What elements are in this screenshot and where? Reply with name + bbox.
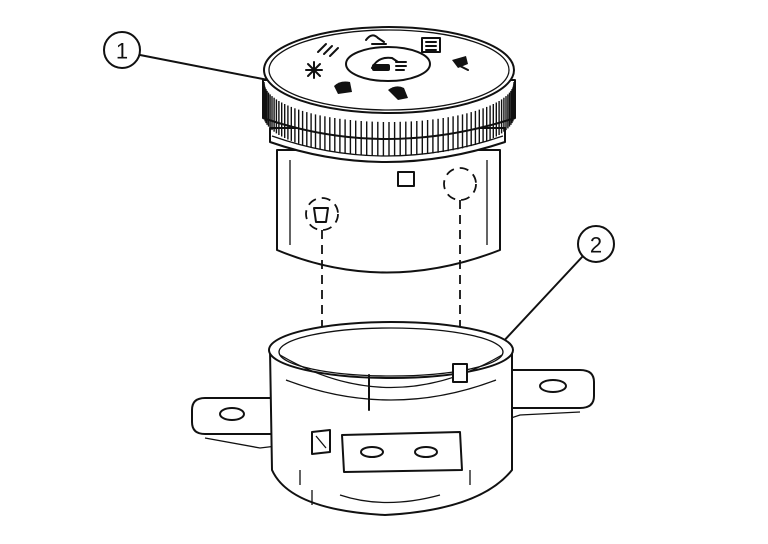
front-hole-left [360,446,384,458]
knob-tab [397,171,415,187]
face-vent-icon [365,34,387,45]
callout-label-1: 1 [116,39,128,64]
leader-line-2 [499,255,584,346]
mounting-housing [191,321,595,516]
knurl-pattern [263,82,515,156]
callout-circle-2 [577,225,615,263]
housing-rim [268,321,514,379]
left-mounting-hole [219,407,245,421]
snowflake-icon [305,61,323,79]
housing-body [269,349,513,516]
front-block [341,431,463,473]
control-knob-assembly [262,26,516,274]
defrost-icon [334,81,352,94]
latch-locator-right [443,167,477,201]
knob-flange [269,127,506,163]
seat-icon [388,86,408,100]
knob-body [276,149,501,274]
recirculation-icon [371,56,407,71]
callout-1: 1 [103,31,269,81]
latch-tab [313,207,329,223]
right-mounting-hole [539,379,567,393]
floor-vent-icon [452,56,469,71]
latch-window-right [452,363,468,383]
front-hole-right [414,446,438,458]
fan-speed-icon [317,43,339,57]
rear-defrost-icon [421,37,441,53]
leader-line-1 [139,54,269,81]
callout-label-2: 2 [590,233,602,258]
latch-locator-left [305,197,339,231]
callout-circle-1 [103,31,141,69]
callout-2: 2 [499,225,615,346]
